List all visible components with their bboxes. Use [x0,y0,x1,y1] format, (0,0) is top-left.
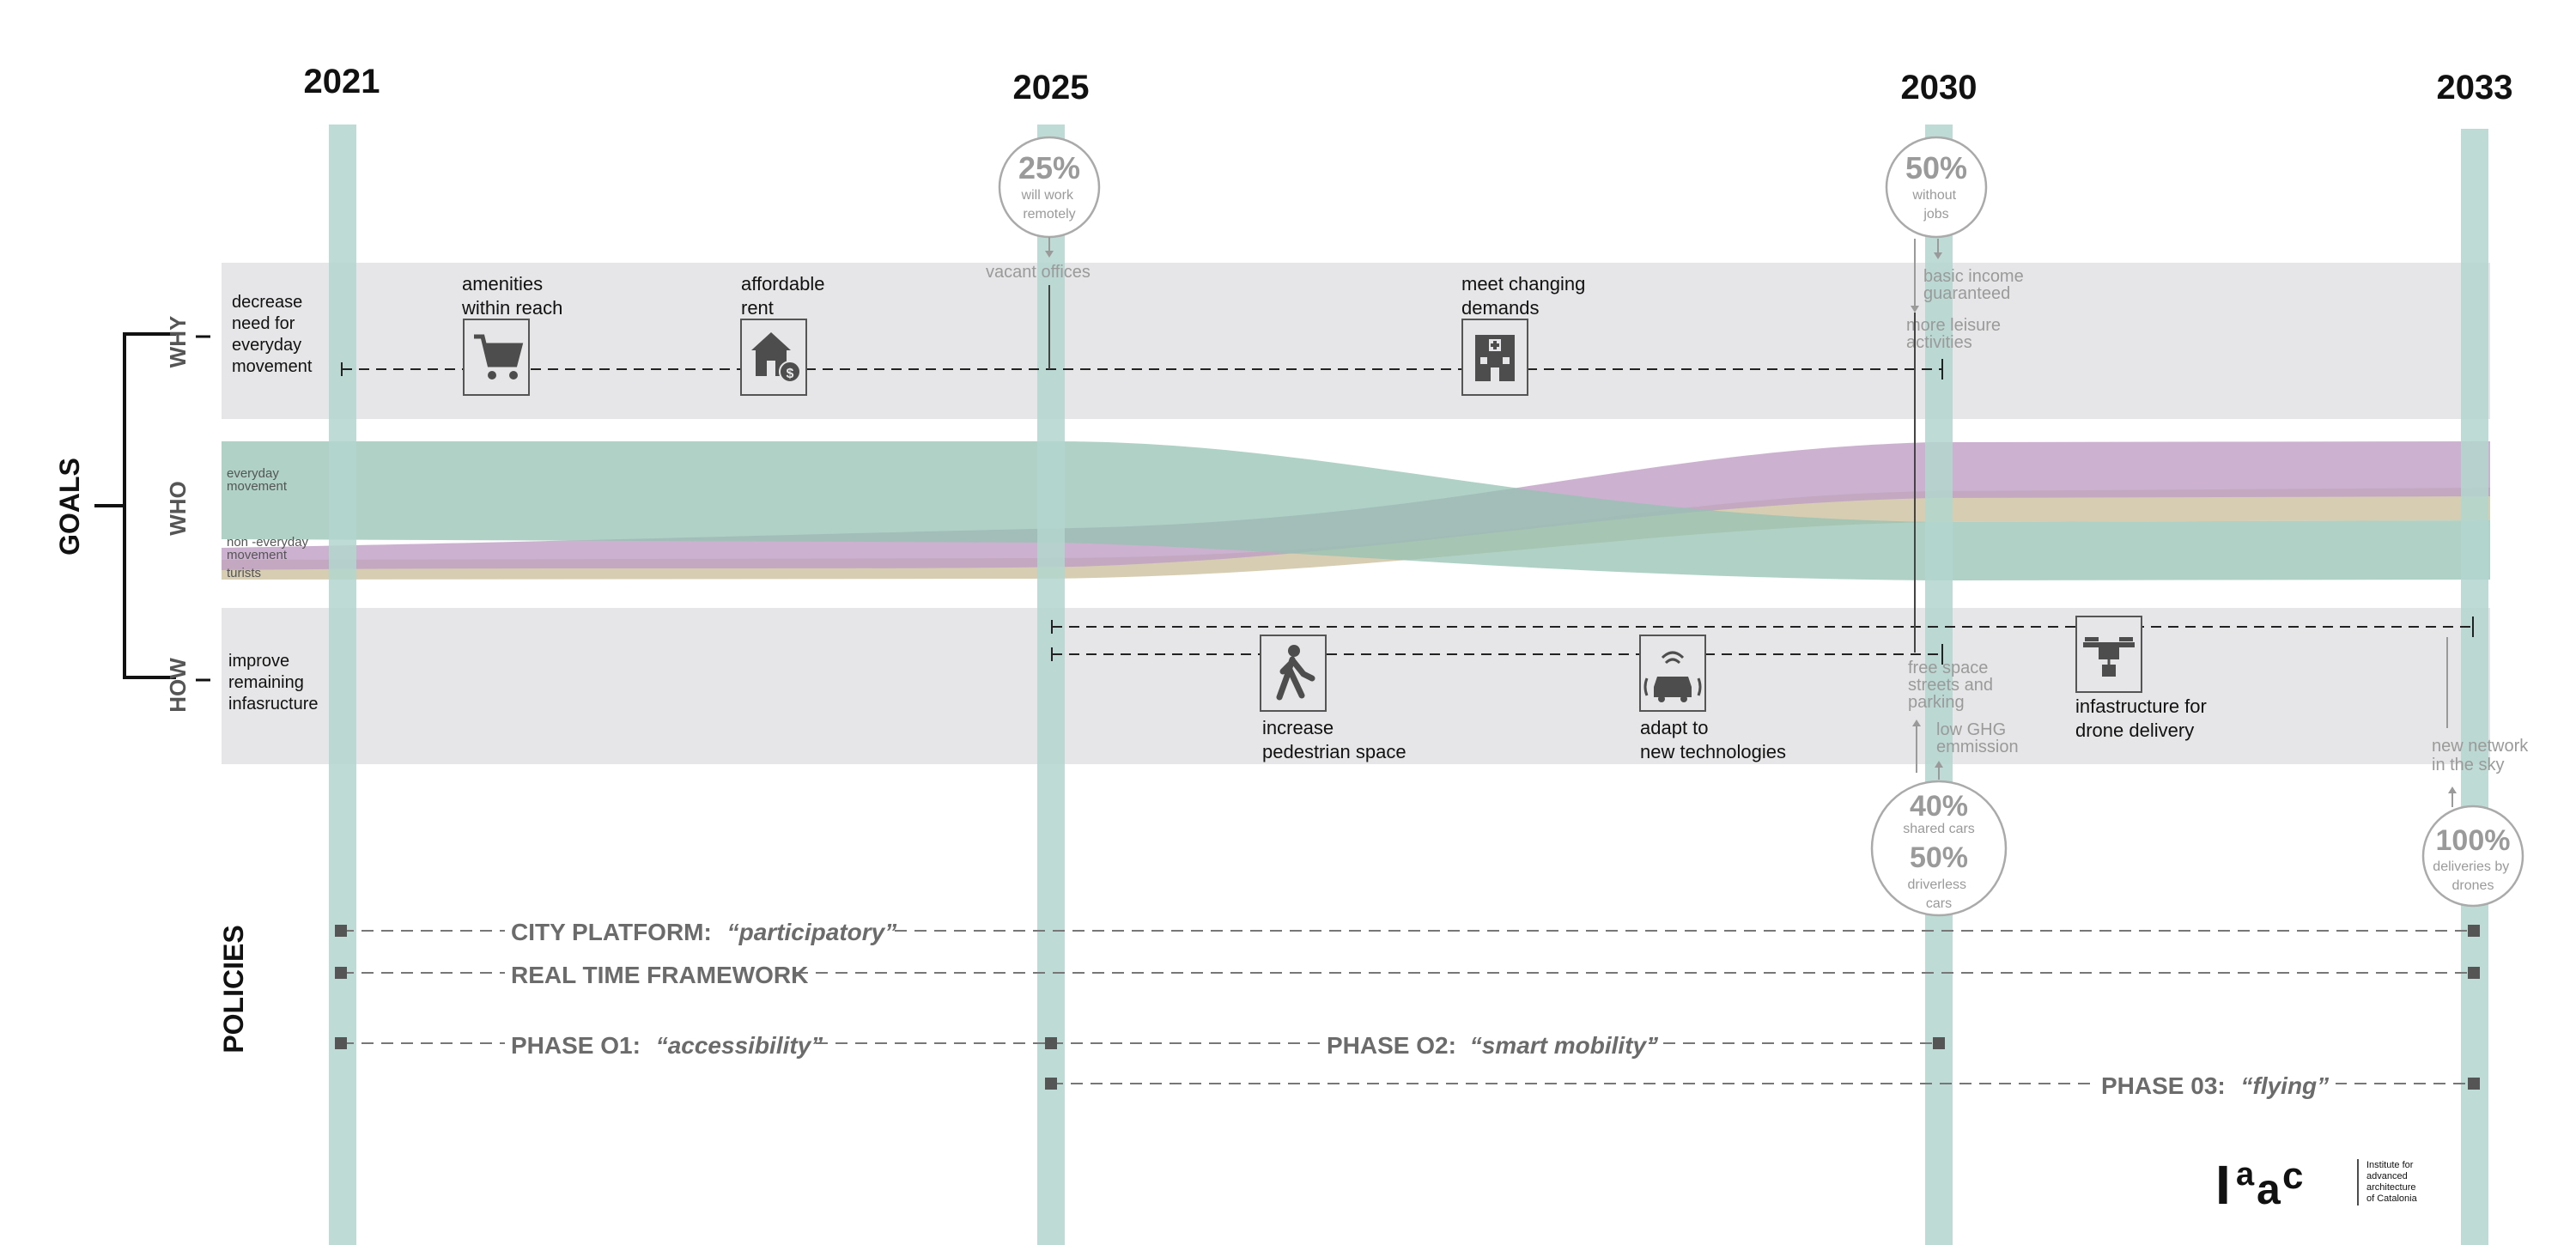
year-column-2021 [329,125,356,1245]
year-label-2033: 2033 [2437,69,2513,106]
svg-text:a: a [2236,1157,2255,1193]
policy-phase2: PHASE O2: “smart mobility” [1327,1032,1658,1059]
year-column-2030 [1925,125,1953,1245]
why-goal-text: decrease need for everyday movement [232,293,313,376]
stat-jobs-caption: without jobs [1911,188,1959,222]
year-label-2021: 2021 [304,63,380,100]
turists-flow [222,488,2490,580]
why-item-rent: affordable rent [741,273,830,319]
how-item-drone: infastructure for drone delivery [2075,695,2212,741]
how-goal-text: improve remaining infasructure [228,652,319,714]
shopping-cart-icon [463,319,530,396]
how-item-technologies: adapt to new technologies [1640,717,1786,762]
stat-drones-caption: deliveries by drones [2433,859,2512,893]
drone-icon [2075,616,2142,693]
svg-text:a: a [2257,1165,2281,1213]
policies-label: POLICIES [218,925,249,1053]
stat-jobs: 50% without jobs [1885,136,1988,239]
svg-text:c: c [2282,1155,2303,1197]
connected-car-icon [1639,635,1706,712]
annotation-free-space: free space streets and parking [1908,659,1998,712]
svg-text:I: I [2215,1154,2231,1216]
year-columns [329,125,2488,1245]
svg-text:$: $ [787,367,794,381]
stat-jobs-value: 50% [1905,150,1967,185]
how-label: HOW [165,658,191,713]
annotation-basic-income: basic income guaranteed [1923,267,2028,303]
why-band [222,263,2490,419]
iaac-logo-caption: Institute for advanced architecture of C… [2366,1160,2419,1204]
goals-bracket [94,332,176,679]
annotation-low-ghg: low GHG emmission [1936,720,2019,756]
who-flows [222,441,2490,580]
hospital-building-icon [1461,319,1528,396]
year-label-2030: 2030 [1901,69,1978,106]
stat-remote-value: 25% [1018,150,1080,185]
policy-phase1: PHASE O1: “accessibility” [511,1032,823,1059]
pedestrian-icon [1260,635,1327,712]
year-label-2025: 2025 [1013,69,1090,106]
who-non-everyday-label: non -everyday movement [227,535,312,562]
stat-cars-value2: 50% [1910,841,1968,874]
annotation-new-network: new network in the sky [2432,737,2533,774]
stat-cars: 40% shared cars 50% driverless cars [1870,780,2008,917]
goals-label: GOALS [54,458,85,556]
who-everyday-label: everyday movement [227,466,288,494]
why-label: WHY [165,316,191,368]
iaac-logo: I a a c Institute for advanced architect… [2215,1154,2419,1216]
year-column-2033 [2461,129,2488,1245]
who-label: WHO [165,481,191,536]
who-turists-label: turists [227,566,261,580]
stat-cars-caption2: driverless cars [1908,878,1971,911]
year-column-2025 [1037,125,1065,1245]
house-dollar-icon: $ [740,319,807,396]
policy-phase3: PHASE 03: “flying” [2101,1072,2329,1099]
annotation-vacant-offices: vacant offices [986,263,1091,282]
stat-remote-work: 25% will work remotely [998,136,1101,239]
policy-city-platform: CITY PLATFORM: “participatory” [511,919,896,945]
stat-cars-value1: 40% [1910,790,1968,823]
everyday-flow [222,441,2490,580]
policy-real-time: REAL TIME FRAMEWORK [511,962,808,988]
stat-cars-caption1: shared cars [1903,822,1975,836]
stat-drones: 100% deliveries by drones [2421,805,2524,908]
stat-remote-caption: will work remotely [1021,188,1078,222]
annotation-leisure: more leisure activities [1906,316,2006,352]
why-item-demands: meet changing demands [1461,273,1590,319]
why-item-amenities: amenities within reach [461,273,562,319]
stat-drones-value: 100% [2436,824,2511,857]
how-item-pedestrian: increase pedestrian space [1262,717,1406,762]
